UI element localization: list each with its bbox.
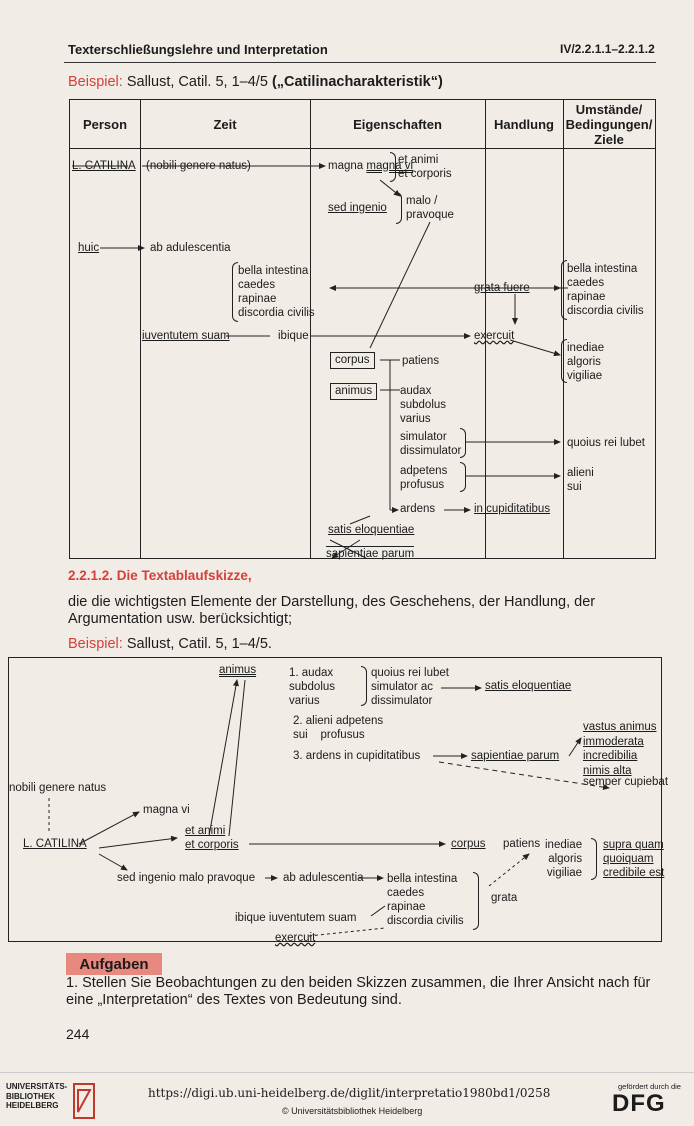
sketch-sed-ingenio: sed ingenio malo pravoque xyxy=(117,872,256,884)
brace-right xyxy=(361,666,367,706)
sketch-semper: semper cupiebat xyxy=(583,776,669,788)
sketch-nobili: nobili genere natus xyxy=(9,782,107,794)
sketch-magna-vi: magna vi xyxy=(143,804,190,816)
sketch-exercuit: exercuit xyxy=(275,932,316,944)
example-source: Sallust, Catil. 5, 1–4/5 xyxy=(126,74,268,90)
library-name: UNIVERSITÄTS- BIBLIOTHEK HEIDELBERG xyxy=(6,1082,68,1110)
brace-right xyxy=(591,838,597,880)
cell-nobili-text: (nobili genere natus) xyxy=(146,160,251,172)
example-label: Beispiel: xyxy=(68,636,123,652)
cell-nobili: (nobili genere natus) xyxy=(146,160,251,173)
sketch-animus: animus xyxy=(219,664,256,677)
cell-bella-list-2: bella intestina caedes rapinae discordia… xyxy=(567,263,644,317)
cell-cupiditatibus: in cupiditatibus xyxy=(474,503,551,515)
cell-animi-corporis: et animi et corporis xyxy=(398,154,452,180)
sketch-catilina: L. CATILINA xyxy=(23,838,87,850)
section-title: 2.2.1.2. Die Textablaufskizze, xyxy=(68,568,252,583)
cell-magna-vi: magna magna vi xyxy=(328,160,414,172)
col-header-zeit: Zeit xyxy=(213,116,237,132)
brace-right xyxy=(473,872,479,930)
sketch-list-2: 2. alieni adpetens sui profusus xyxy=(293,715,384,741)
sketch-animi-corporis: et animi et corporis xyxy=(185,825,239,851)
cell-adpetens: adpetens profusus xyxy=(400,465,448,491)
example-source: Sallust, Catil. 5, 1–4/5. xyxy=(126,636,272,652)
cell-huic: huic xyxy=(78,242,100,254)
example-title: („Catilinacharakteristik“) xyxy=(271,74,443,90)
cell-animus: animus xyxy=(330,383,378,400)
analysis-table: Person Zeit Eigenschaften Handlung Umstä… xyxy=(69,99,656,560)
library-logo-icon xyxy=(73,1083,95,1119)
cell-grata: grata fuere xyxy=(474,282,530,294)
sketch-list-1: 1. audax subdolus varius xyxy=(289,667,336,707)
cell-simulator: simulator dissimulator xyxy=(400,431,462,457)
example-1-line: Beispiel: Sallust, Catil. 5, 1–4/5 („Cat… xyxy=(68,74,443,90)
col-divider xyxy=(563,100,564,558)
cell-exercuit: exercuit xyxy=(474,330,515,342)
col-divider xyxy=(310,100,311,558)
cell-malo-pravoque: malo / pravoque xyxy=(406,195,454,221)
brace-right xyxy=(460,428,466,458)
sketch-connector-lines xyxy=(48,679,610,937)
sketch-ibique: ibique iuventutem suam xyxy=(235,912,357,924)
sketch-satis: satis eloquentiae xyxy=(485,680,572,692)
col-header-eigenschaften: Eigenschaften xyxy=(353,116,442,132)
funded-by-text: gefördert durch die xyxy=(618,1082,681,1091)
cell-ardens: ardens xyxy=(400,503,436,515)
brace-left xyxy=(561,339,567,383)
cell-sapientiae: sapientiae parum xyxy=(326,546,415,560)
cell-magna-vi-text: magna vi xyxy=(366,160,414,172)
brace-left xyxy=(561,260,567,320)
sketch-adulescentia: ab adulescentia xyxy=(283,872,364,884)
cell-audax-list: audax subdolus varius xyxy=(400,385,447,425)
brace-right xyxy=(396,192,402,224)
col-divider xyxy=(485,100,486,558)
running-header-section: IV/2.2.1.1–2.2.1.2 xyxy=(560,42,655,56)
cell-iuventutem: iuventutem suam xyxy=(142,330,230,342)
sketch-animus-text: animus xyxy=(219,664,257,676)
cell-patiens: patiens xyxy=(402,355,440,367)
header-divider xyxy=(70,148,655,149)
cell-inediae: inediae algoris vigiliae xyxy=(567,342,605,382)
sketch-list-1b: quoius rei lubet simulator ac dissimulat… xyxy=(371,667,449,707)
document-url-link[interactable]: https://digi.ub.uni-heidelberg.de/diglit… xyxy=(148,1086,551,1100)
cell-satis: satis eloquentiae xyxy=(328,524,415,536)
cell-bella-list-1: bella intestina caedes rapinae discordia… xyxy=(238,265,315,319)
sketch-corpus: corpus xyxy=(451,838,486,850)
tasks-heading: Aufgaben xyxy=(66,953,162,975)
example-2-line: Beispiel: Sallust, Catil. 5, 1–4/5. xyxy=(68,636,272,652)
col-header-person: Person xyxy=(82,116,128,132)
sketch-patiens: patiens xyxy=(503,838,541,850)
sketch-list-3: 3. ardens in cupiditatibus xyxy=(293,750,421,762)
dfg-logo: DFG xyxy=(612,1090,666,1117)
task-item-1: 1. Stellen Sie Beobachtungen zu den beid… xyxy=(66,975,651,1008)
brace-left xyxy=(232,262,238,322)
brace-right xyxy=(460,462,466,492)
running-header-title: Texterschließungslehre und Interpretatio… xyxy=(68,42,328,57)
copyright-text: © Universitätsbibliothek Heidelberg xyxy=(282,1106,423,1116)
cell-corpus: corpus xyxy=(330,352,375,369)
sketch-sapientiae: sapientiae parum xyxy=(471,750,560,762)
footer-rule xyxy=(0,1072,694,1073)
brace-right xyxy=(390,152,396,182)
text-flow-sketch: animus 1. audax subdolus varius quoius r… xyxy=(8,657,668,944)
sketch-grata: grata xyxy=(491,892,518,904)
cell-sed-ingenio: sed ingenio xyxy=(328,202,387,214)
col-header-umstaende: Umstände/ Bedingungen/ Ziele xyxy=(565,101,653,147)
cell-alieni: alieni sui xyxy=(567,467,594,493)
section-description: die die wichtigsten Elemente der Darstel… xyxy=(68,594,596,627)
sketch-inediae: inediae algoris vigiliae xyxy=(545,839,583,879)
sketch-bella-list: bella intestina caedes rapinae discordia… xyxy=(387,873,464,927)
page-number: 244 xyxy=(66,1026,90,1042)
sketch-vastus-list: vastus animus immoderata incredibilia ni… xyxy=(583,721,657,777)
cell-catilina: L. CATILINA xyxy=(72,160,136,172)
sketch-supra: supra quam quoiquam credibile est xyxy=(603,839,665,879)
cell-quoius: quoius rei lubet xyxy=(567,437,645,449)
cell-ibique: ibique xyxy=(278,330,309,342)
col-header-handlung: Handlung xyxy=(494,116,554,132)
col-divider xyxy=(140,100,141,558)
example-label: Beispiel: xyxy=(68,74,123,90)
cell-adulescentia: ab adulescentia xyxy=(150,242,231,254)
header-rule xyxy=(64,62,656,63)
